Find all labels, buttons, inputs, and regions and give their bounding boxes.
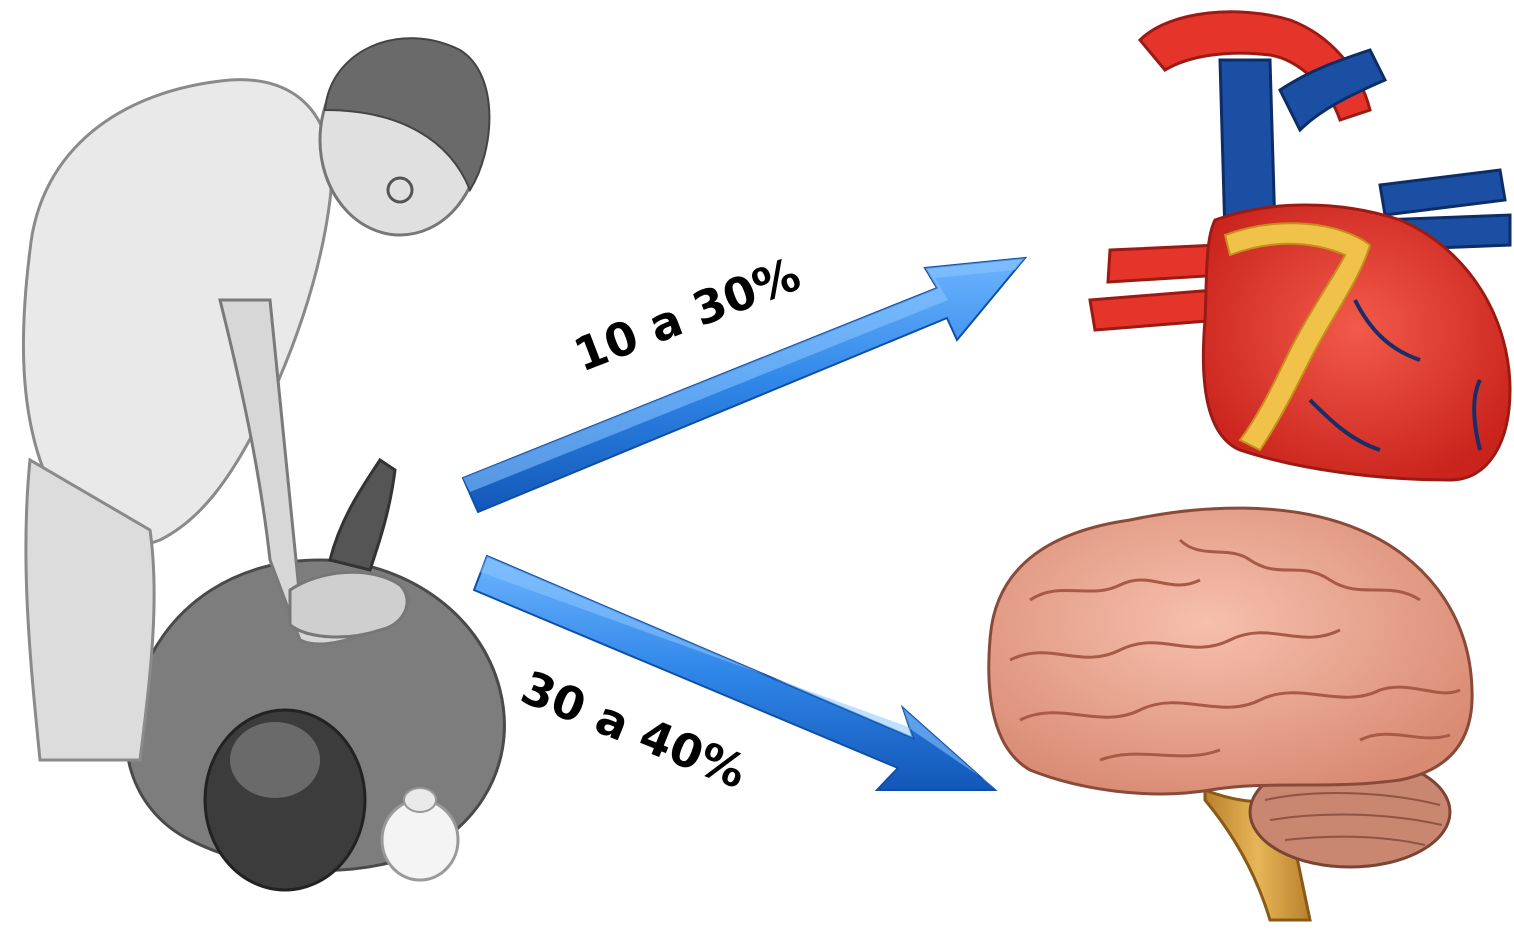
patient-leg xyxy=(330,460,395,570)
brain-illustration xyxy=(989,508,1472,920)
cpr-scene-illustration xyxy=(23,38,504,890)
rescuer-hands xyxy=(290,572,407,637)
cerebrum xyxy=(989,508,1472,794)
heart-left-vessels xyxy=(1090,245,1222,330)
heart-illustration xyxy=(1090,12,1510,480)
